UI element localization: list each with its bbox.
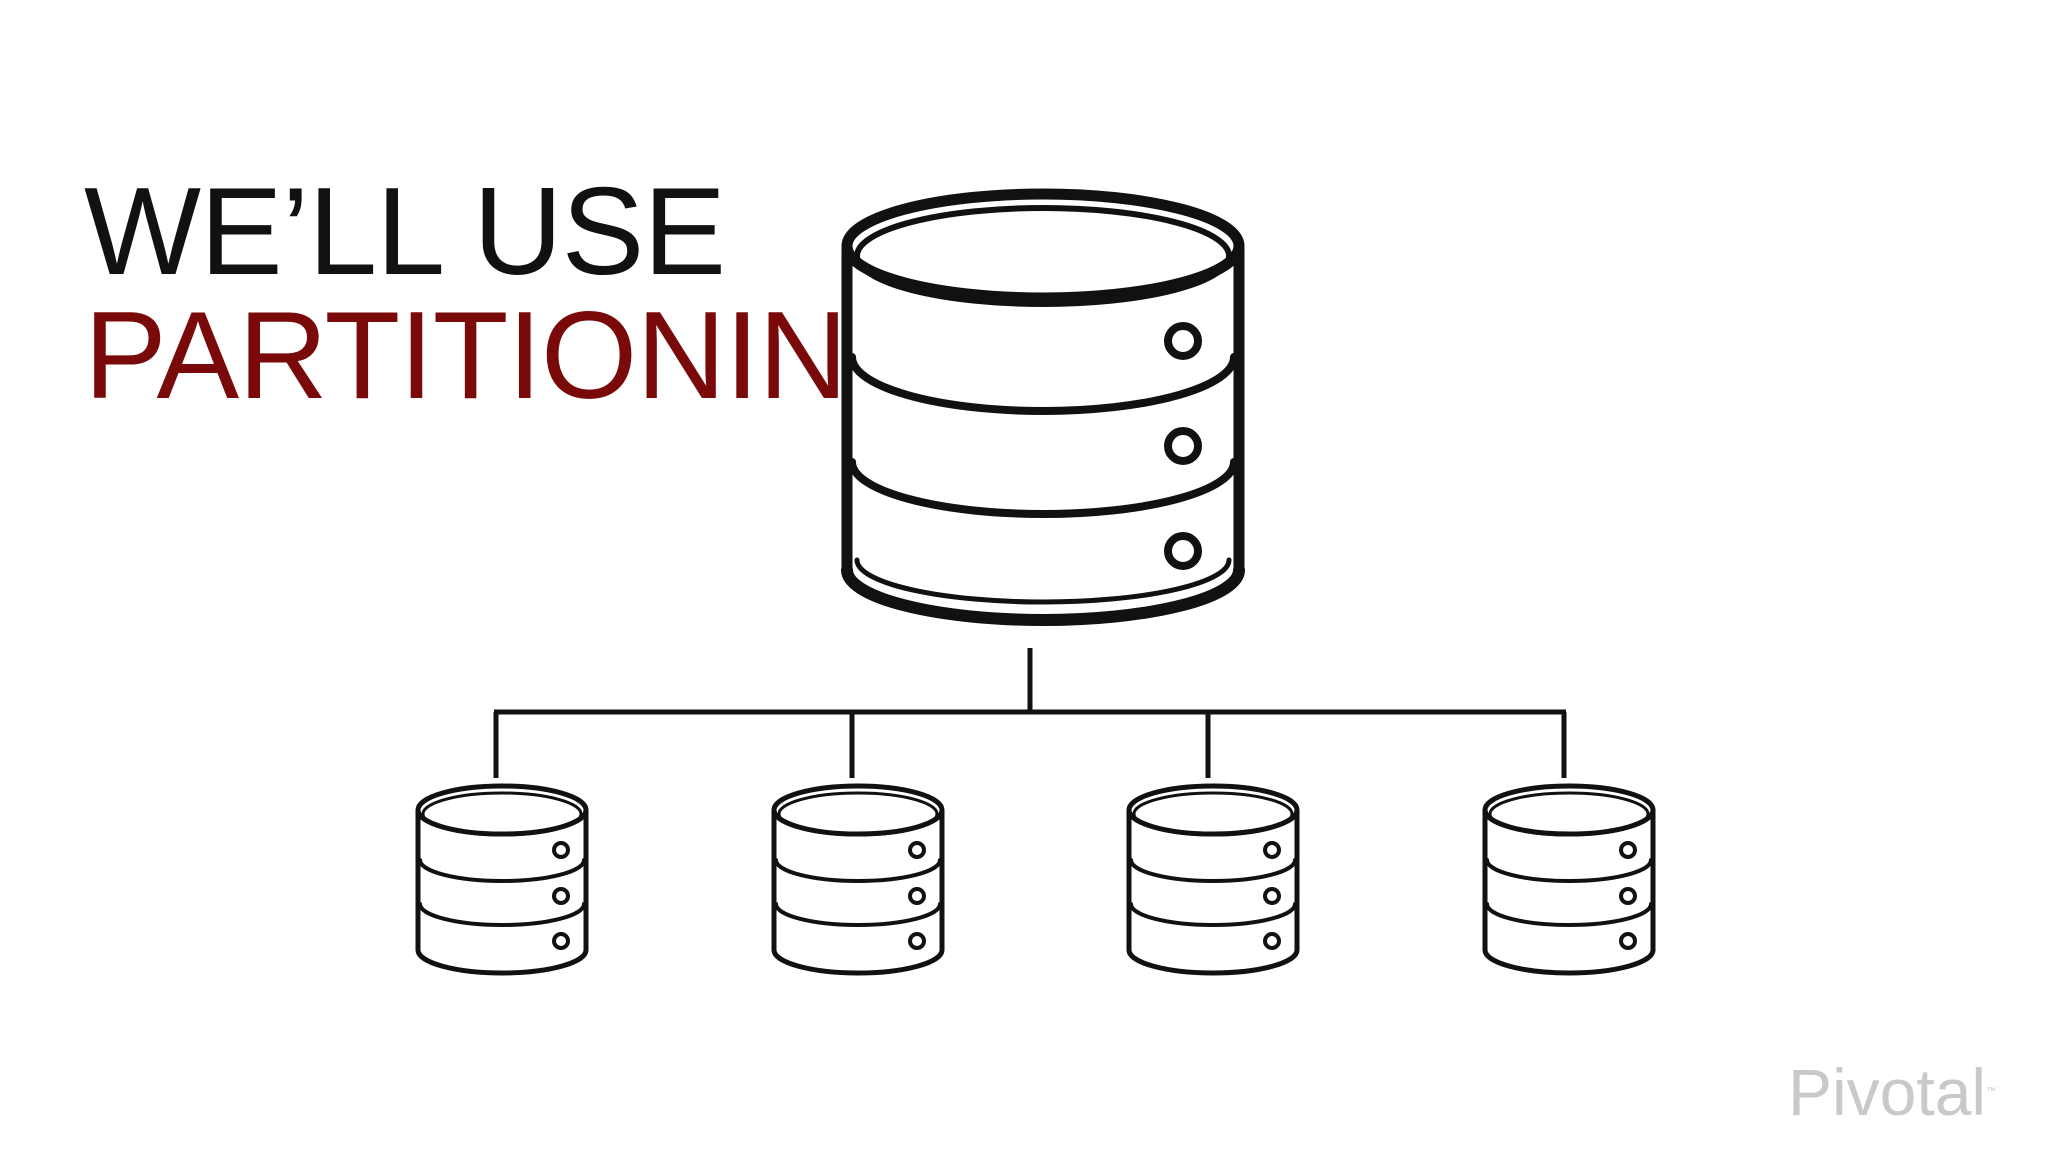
logo-trademark: ™	[1986, 1086, 1997, 1097]
main-database-icon	[841, 188, 1245, 626]
slide-title: WE’LL USE PARTITIONING	[84, 163, 943, 425]
pivotal-logo: Pivotal™	[1788, 1052, 1996, 1132]
partition-database-icon	[1126, 783, 1300, 976]
logo-text: Pivotal	[1788, 1055, 1987, 1129]
title-line-2: PARTITIONING	[84, 287, 943, 425]
connector-lines	[493, 648, 1567, 778]
partition-database-icon	[771, 783, 945, 976]
partition-database-icon	[415, 783, 589, 976]
title-line-1: WE’LL USE	[84, 163, 726, 301]
partition-database-icon	[1482, 783, 1656, 976]
